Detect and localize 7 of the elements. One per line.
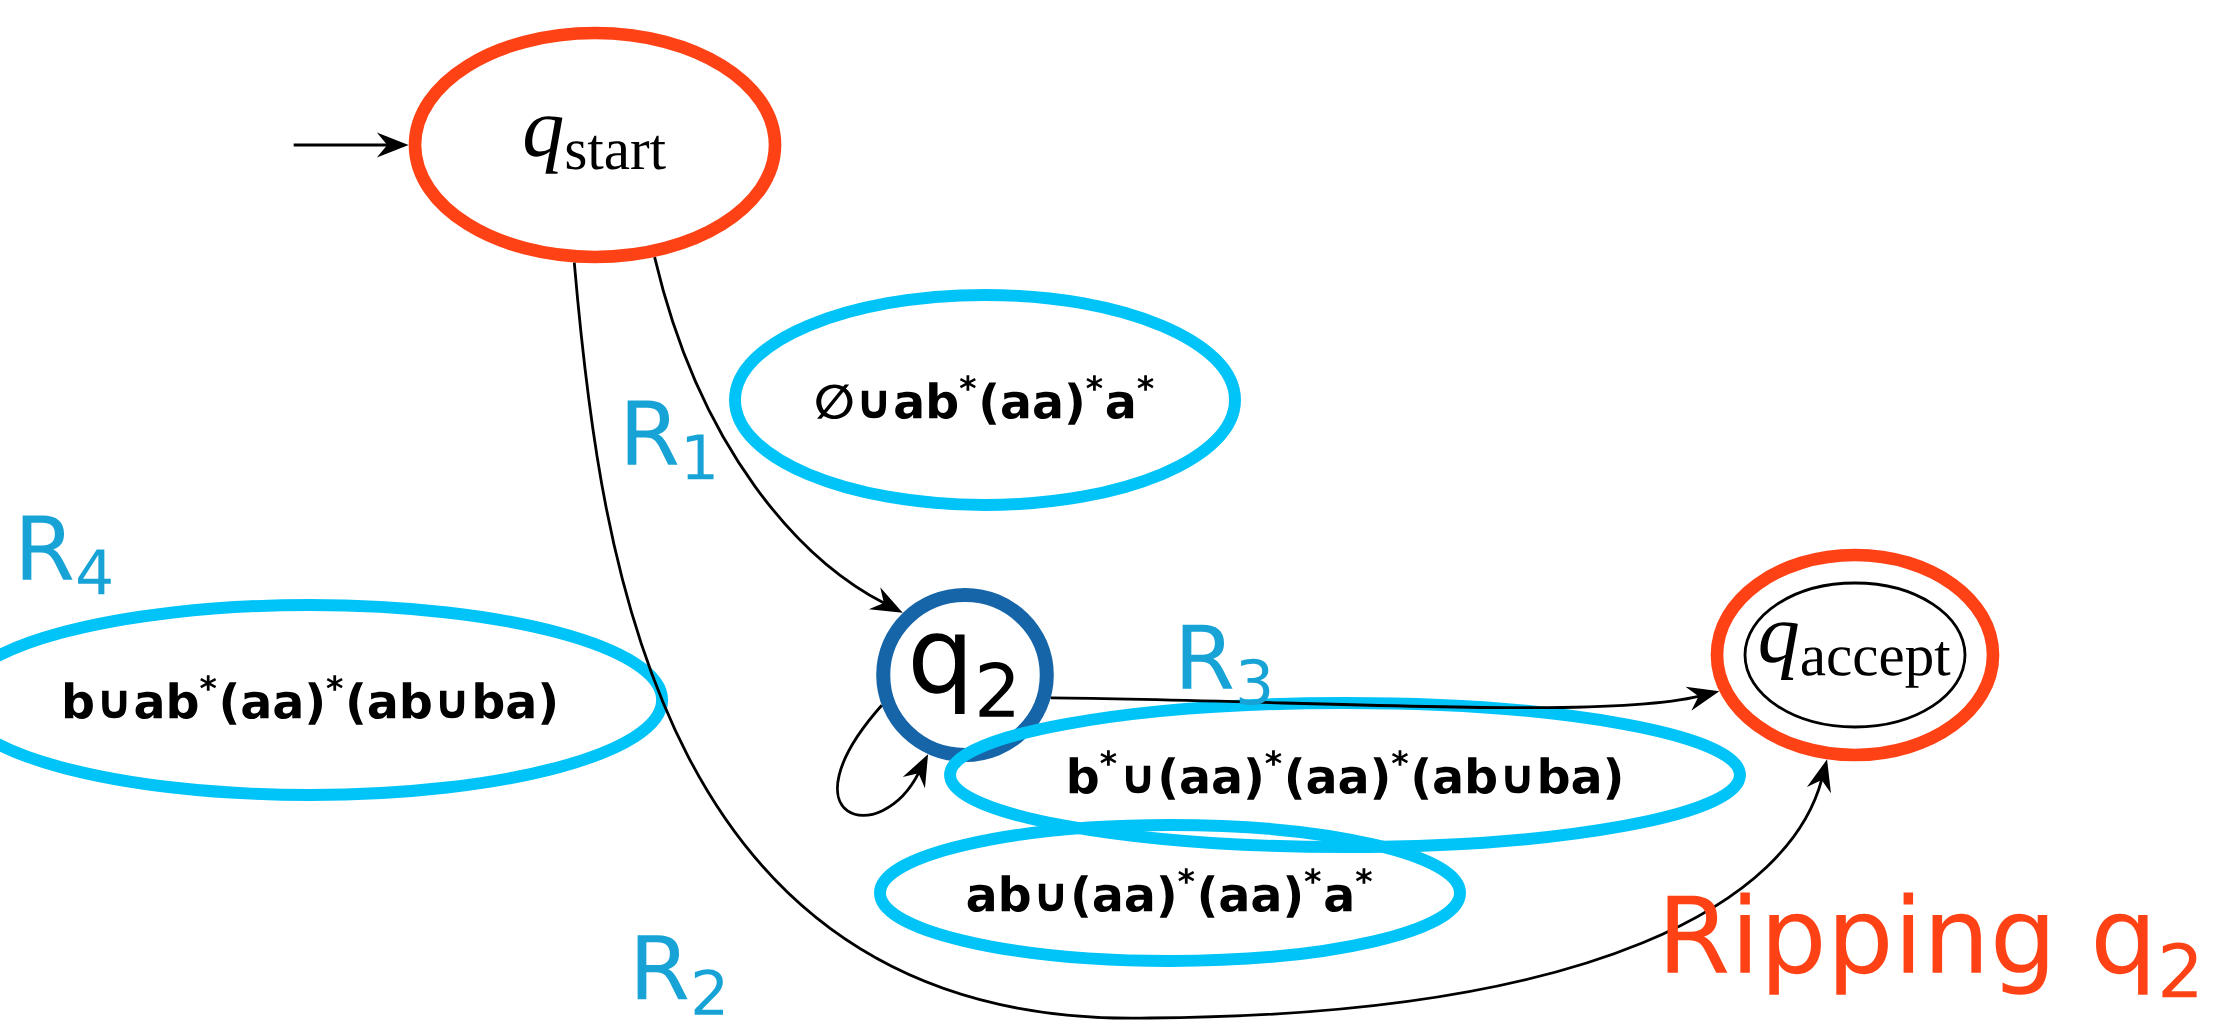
region-label: R$_{4}$ — [22, 515, 111, 595]
accept-state: q$_{accept}$ — [1710, 548, 2000, 762]
region-label: R$_{2}$ — [637, 935, 724, 1015]
start-state: q$_{start}$ — [408, 26, 782, 264]
caption-text: Ripping q$_{2}$ — [1667, 892, 2197, 998]
region-label: R$_{1}$ — [627, 400, 714, 480]
arrow — [572, 262, 1831, 1020]
